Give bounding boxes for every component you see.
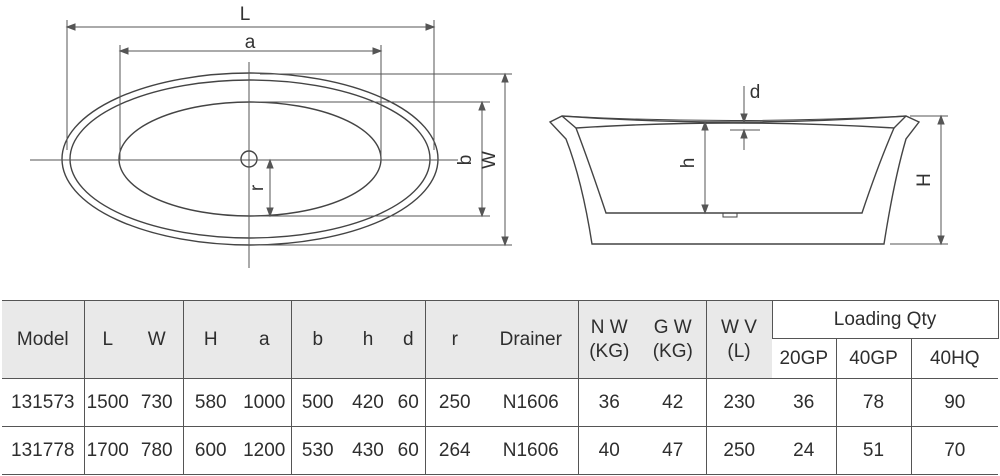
cell-model: 131573 [2,378,85,427]
dim-label-r: r [247,184,268,191]
header-b: b [291,300,344,379]
header-d: d [392,300,425,379]
header-gross-weight-line2: (KG) [652,340,693,362]
header-20gp: 20GP [772,338,837,379]
header-drainer: Drainer [484,300,579,379]
dim-label-b: b [455,155,476,166]
cell-gross-weight: 42 [640,378,706,427]
cell-40hq: 70 [910,426,999,475]
cell-L: 1500 [84,378,131,427]
drain-fitting [722,212,738,218]
side-view-dimension-lines [701,86,948,246]
table-row: 131778 1700 780 600 1200 530 430 60 264 … [2,426,999,475]
cell-W: 780 [131,426,183,475]
header-water-volume: W V (L) [705,300,772,379]
header-water-volume-line1: W V [721,316,757,338]
cell-L: 1700 [84,426,131,475]
header-net-weight-line1: N W [590,316,628,338]
tub-technical-drawing: L a b W r h d H [30,4,948,268]
cell-20gp: 24 [772,426,837,475]
header-h: h [344,300,392,379]
cell-b: 530 [291,426,344,475]
cell-40gp: 51 [836,426,911,475]
dim-label-W: W [479,151,500,169]
header-net-weight-line2: (KG) [589,340,630,362]
header-40hq: 40HQ [910,338,999,379]
basin-outline [118,101,382,217]
rim-outline [561,115,907,129]
basin-inner-outline [575,127,895,214]
cell-r: 250 [424,378,484,427]
spec-table: Model L W H a b h d r Drainer N W (KG) G… [2,300,999,475]
cell-r: 264 [424,426,484,475]
header-L: L [84,300,131,379]
cell-d: 60 [392,378,425,427]
header-loading-qty: Loading Qty [771,300,999,339]
table-header-row: Model L W H a b h d r Drainer N W (KG) G… [2,300,999,379]
dim-label-a: a [245,32,256,53]
cell-40gp: 78 [836,378,911,427]
cell-W: 730 [131,378,183,427]
outer-rim-inner-outline [69,79,431,239]
table-row: 131573 1500 730 580 1000 500 420 60 250 … [2,378,999,427]
table-subheader-row: 20GP 40GP 40HQ [2,338,999,379]
shell-outer-outline [548,115,921,245]
dim-label-h: h [678,158,699,169]
header-water-volume-line2: (L) [727,340,751,362]
header-40gp: 40GP [836,338,911,379]
outer-rim-outline [61,72,439,246]
cell-H: 580 [182,378,238,427]
cell-drainer: N1606 [484,426,579,475]
header-net-weight: N W (KG) [578,300,640,379]
cell-net-weight: 36 [578,378,640,427]
cell-d: 60 [392,426,425,475]
header-a: a [238,300,292,379]
top-view [61,72,439,246]
cell-b: 500 [291,378,344,427]
cell-water-volume: 230 [705,378,772,427]
top-view-dimension-lines [30,20,512,268]
cell-gross-weight: 47 [640,426,706,475]
header-gross-weight-line1: G W [653,316,692,338]
dim-label-H: H [914,173,935,187]
header-model: Model [2,300,85,379]
cell-h: 420 [344,378,392,427]
side-view [548,115,921,245]
header-W: W [131,300,183,379]
cell-net-weight: 40 [578,426,640,475]
cell-water-volume: 250 [705,426,772,475]
header-gross-weight: G W (KG) [640,300,706,379]
cell-20gp: 36 [772,378,837,427]
cell-drainer: N1606 [484,378,579,427]
cell-model: 131778 [2,426,85,475]
cell-40hq: 90 [910,378,999,427]
dim-label-d: d [750,82,761,103]
dim-label-L: L [240,4,251,25]
cell-a: 1200 [238,426,292,475]
header-r: r [424,300,484,379]
cell-a: 1000 [238,378,292,427]
header-H: H [182,300,238,379]
cell-H: 600 [182,426,238,475]
cell-h: 430 [344,426,392,475]
